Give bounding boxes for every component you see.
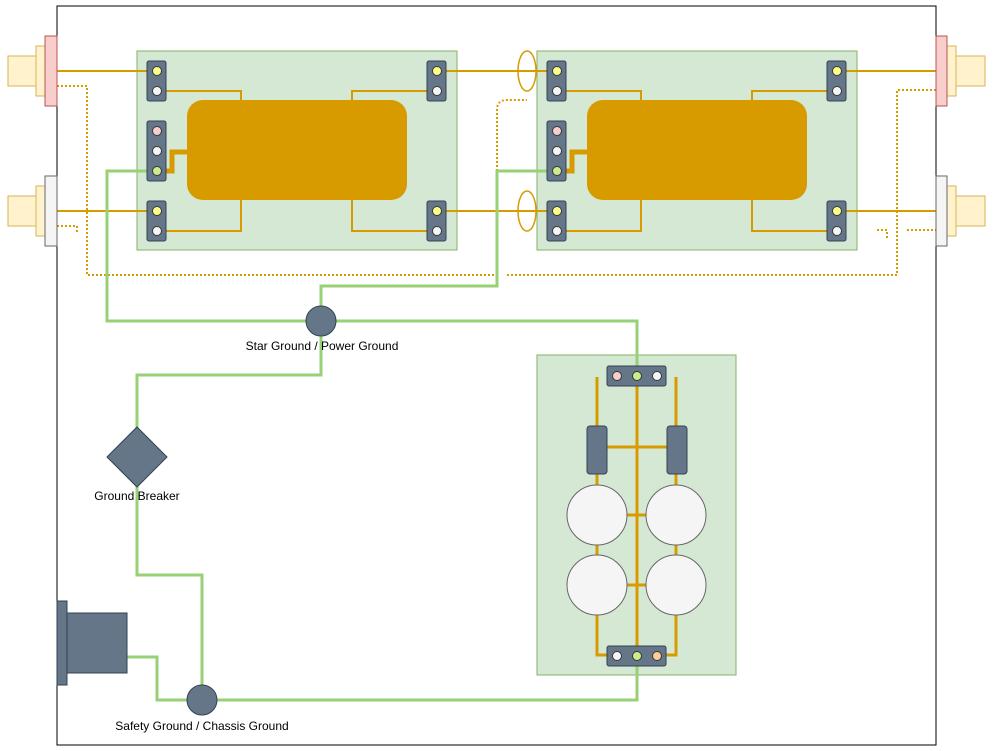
rectifier-left — [586, 425, 608, 475]
star-ground-label: Star Ground / Power Ground — [246, 339, 399, 353]
amp-chip-left — [187, 100, 407, 200]
ground-breaker-node — [106, 426, 168, 488]
rca-jack-right-bottom — [935, 175, 986, 247]
rca-jack-right-top — [935, 35, 986, 107]
star-ground-node — [305, 305, 337, 337]
amp-chip-right — [587, 100, 807, 200]
ground-wires — [105, 169, 639, 702]
capacitor-4 — [645, 554, 707, 616]
ground-breaker-label: Ground Breaker — [94, 489, 179, 503]
safety-ground-label: Safety Ground / Chassis Ground — [115, 719, 288, 733]
capacitor-1 — [566, 484, 628, 546]
rca-jack-left-bottom — [7, 175, 58, 247]
rectifier-right — [666, 425, 688, 475]
cable-loop-top — [517, 50, 537, 92]
capacitor-3 — [566, 554, 628, 616]
cable-loop-bottom — [517, 190, 537, 232]
dotted-return-wires — [57, 85, 937, 276]
capacitor-2 — [645, 484, 707, 546]
chassis-ground-node — [186, 684, 218, 716]
rca-jack-left-top — [7, 35, 58, 107]
power-inlet — [56, 600, 128, 686]
terminal-blocks — [146, 60, 847, 667]
